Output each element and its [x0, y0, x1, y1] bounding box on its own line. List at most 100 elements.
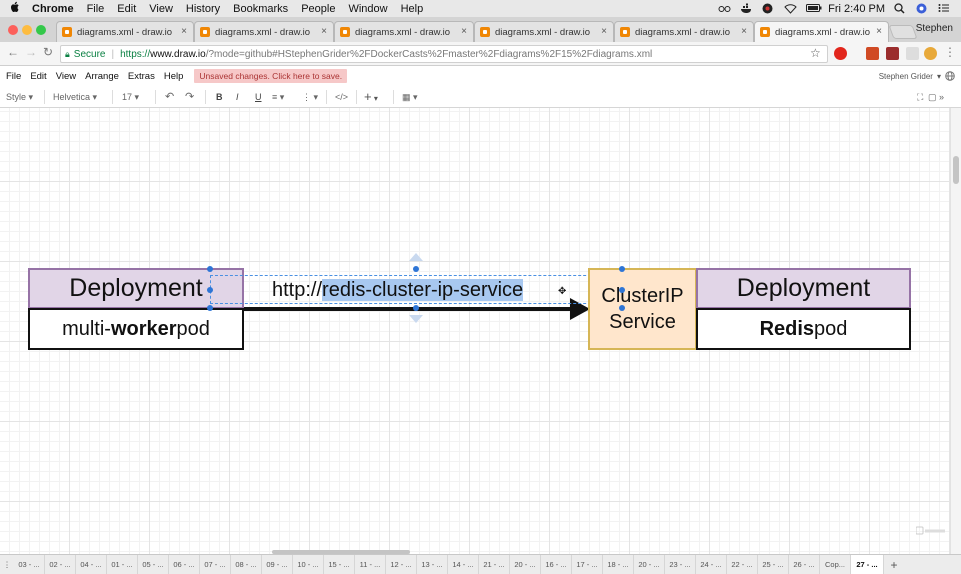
menu-edit[interactable]: Edit [117, 2, 137, 15]
address-bar[interactable]: 🔒︎ Secure | https:// www.draw.io /?mode=… [60, 45, 828, 63]
vertical-scroll-thumb[interactable] [953, 156, 959, 184]
page-tab[interactable]: 25 - ... [758, 555, 789, 574]
vertical-scrollbar[interactable] [950, 108, 961, 554]
close-window-button[interactable] [8, 25, 18, 35]
minimize-window-button[interactable] [22, 25, 32, 35]
page-tab[interactable]: 01 - ... [107, 555, 138, 574]
left-deployment-header[interactable]: Deployment [28, 268, 244, 309]
add-page-button[interactable]: + [890, 557, 898, 572]
page-tab[interactable]: 20 - ... [510, 555, 541, 574]
undo-icon[interactable]: ↶ [165, 91, 175, 103]
menu-help[interactable]: Help [400, 2, 424, 15]
selection-handle[interactable] [619, 266, 625, 272]
extension-icon[interactable] [886, 47, 899, 60]
reload-icon[interactable]: ↻ [43, 45, 54, 59]
redo-icon[interactable]: ↷ [185, 91, 195, 103]
page-tab[interactable]: 17 - ... [572, 555, 603, 574]
page-tab[interactable]: 08 - ... [231, 555, 262, 574]
menubar-clock[interactable]: Fri 2:40 PM [828, 2, 885, 15]
font-family-dropdown[interactable]: Helvetica ▾ [53, 92, 98, 102]
italic-button[interactable]: I [236, 92, 239, 102]
profile-button[interactable]: Stephen [915, 23, 953, 34]
apple-icon[interactable] [10, 1, 24, 16]
redis-pod-box[interactable]: Redis pod [696, 308, 911, 350]
menu-people[interactable]: People [301, 2, 336, 15]
tab-close-icon[interactable]: × [461, 26, 467, 37]
notification-center-icon[interactable] [938, 3, 951, 14]
browser-tab[interactable]: diagrams.xml - draw.io × [474, 21, 614, 42]
chrome-menu-icon[interactable]: ⋮ [944, 45, 956, 59]
tab-close-icon[interactable]: × [741, 26, 747, 37]
page-tab[interactable]: 05 - ... [138, 555, 169, 574]
drawio-menu-extras[interactable]: Extras [127, 70, 155, 82]
page-tab[interactable]: 04 - ... [76, 555, 107, 574]
menu-view[interactable]: View [149, 2, 173, 15]
back-arrow-icon[interactable]: ← [7, 45, 19, 59]
menu-file[interactable]: File [86, 2, 105, 15]
selection-handle[interactable] [207, 305, 213, 311]
browser-tab[interactable]: diagrams.xml - draw.io × [56, 21, 194, 42]
browser-tab[interactable]: diagrams.xml - draw.io × [334, 21, 474, 42]
forward-arrow-icon[interactable]: → [25, 45, 37, 59]
bookmark-star-icon[interactable]: ☆ [810, 46, 821, 60]
wifi-icon[interactable] [784, 3, 797, 14]
page-tab[interactable]: 24 - ... [696, 555, 727, 574]
menu-bookmarks[interactable]: Bookmarks [233, 2, 289, 15]
selection-handle[interactable] [619, 287, 625, 293]
selection-handle[interactable] [207, 266, 213, 272]
page-tab[interactable]: 09 - ... [262, 555, 293, 574]
page-tab[interactable]: 22 - ... [727, 555, 758, 574]
drawio-menu-file[interactable]: File [6, 70, 22, 82]
extension-icon[interactable] [906, 47, 919, 60]
page-tab-active[interactable]: 27 - ... [851, 555, 884, 574]
html-button[interactable]: </> [335, 92, 349, 102]
opera-extension-icon[interactable] [834, 47, 847, 60]
page-tab[interactable]: 06 - ... [169, 555, 200, 574]
page-tab[interactable]: 23 - ... [665, 555, 696, 574]
table-grid-icon[interactable]: ▦ ▾ [402, 92, 418, 102]
tab-close-icon[interactable]: × [601, 26, 607, 37]
insert-plus-icon[interactable]: + ▾ [364, 89, 378, 104]
browser-tab[interactable]: diagrams.xml - draw.io × [614, 21, 754, 42]
page-tab[interactable]: 13 - ... [417, 555, 448, 574]
vertical-align-dropdown[interactable]: ⋮ ▾ [302, 92, 319, 102]
page-tab[interactable]: 18 - ... [603, 555, 634, 574]
page-tab[interactable]: 14 - ... [448, 555, 479, 574]
extension-icon[interactable] [866, 47, 879, 60]
page-tab[interactable]: 21 - ... [479, 555, 510, 574]
tab-close-icon[interactable]: × [181, 26, 187, 37]
collapse-chevron-icon[interactable]: » [939, 92, 945, 102]
siri-icon[interactable] [916, 3, 929, 14]
tab-close-icon[interactable]: × [876, 26, 882, 37]
drawio-menu-help[interactable]: Help [163, 70, 184, 82]
docker-icon[interactable] [740, 3, 753, 14]
selection-handle[interactable] [207, 287, 213, 293]
page-tab[interactable]: 16 - ... [541, 555, 572, 574]
underline-button[interactable]: U [255, 92, 262, 102]
page-tab[interactable]: Cop... [820, 555, 851, 574]
bold-button[interactable]: B [216, 92, 223, 102]
page-tab[interactable]: 10 - ... [293, 555, 324, 574]
page-tab[interactable]: 11 - ... [355, 555, 386, 574]
style-dropdown[interactable]: Style ▾ [6, 92, 34, 102]
user-account[interactable]: Stephen Grider ▾ [879, 71, 955, 81]
page-tab[interactable]: 03 - ... [14, 555, 45, 574]
spotlight-search-icon[interactable] [894, 3, 907, 14]
globe-icon[interactable] [945, 71, 955, 81]
menu-window[interactable]: Window [348, 2, 388, 15]
drawio-menu-edit[interactable]: Edit [30, 70, 47, 82]
browser-tab[interactable]: diagrams.xml - draw.io × [194, 21, 334, 42]
extension-icon[interactable] [924, 47, 937, 60]
page-tab[interactable]: 07 - ... [200, 555, 231, 574]
font-size-dropdown[interactable]: 17 ▾ [122, 92, 140, 102]
selection-handle[interactable] [413, 266, 419, 272]
page-tab[interactable]: 26 - ... [789, 555, 820, 574]
tab-close-icon[interactable]: × [321, 26, 327, 37]
record-icon[interactable] [762, 3, 775, 14]
battery-icon[interactable] [806, 3, 822, 14]
move-down-arrow-icon[interactable] [409, 314, 423, 324]
move-up-arrow-icon[interactable] [409, 253, 423, 263]
page-tab[interactable]: 12 - ... [386, 555, 417, 574]
page-tab[interactable]: 15 - ... [324, 555, 355, 574]
fullscreen-icon[interactable]: ⛶ [917, 92, 924, 102]
